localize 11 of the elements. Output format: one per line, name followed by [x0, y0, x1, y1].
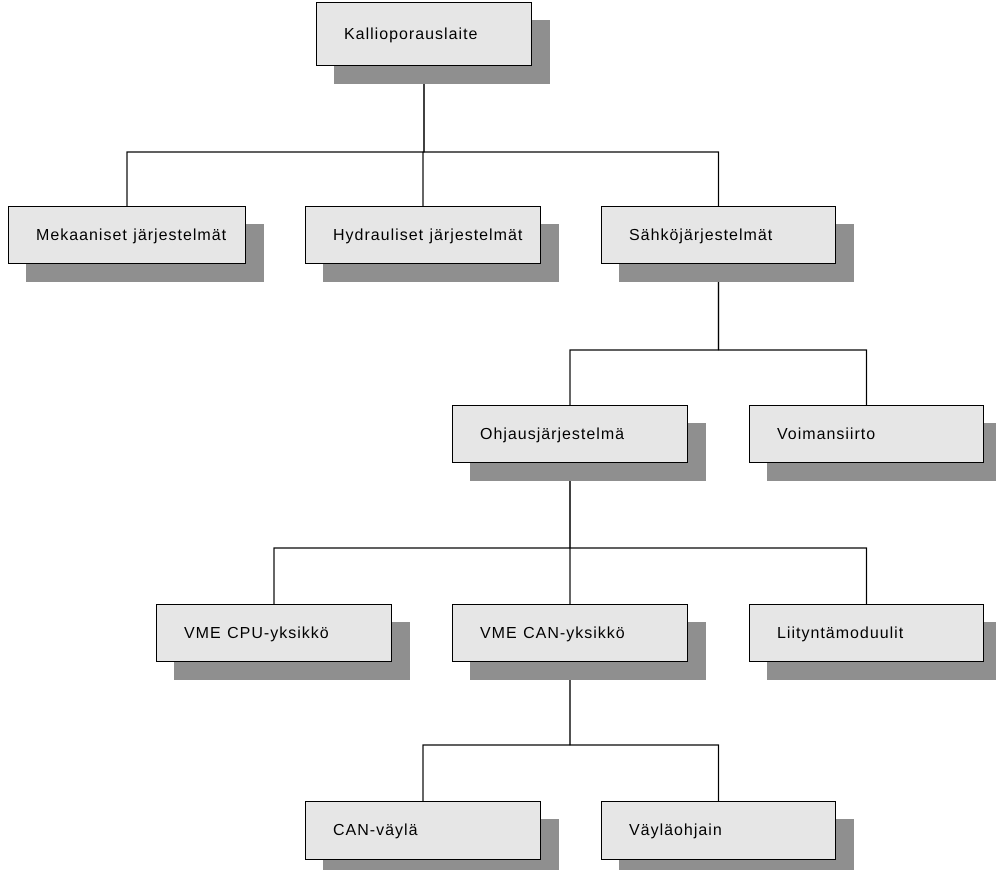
node-label: Ohjausjärjestelmä: [480, 424, 626, 444]
node-label: VME CPU-yksikkö: [184, 624, 331, 642]
node-label: VME CAN-yksikkö: [480, 624, 627, 642]
node-label: Liityntämoduulit: [777, 624, 906, 642]
node-label: Kallioporauslaite: [344, 24, 480, 44]
node-label: Hydrauliset järjestelmät: [333, 226, 524, 244]
node-label: Voimansiirto: [777, 424, 878, 444]
node-label: Mekaaniset järjestelmät: [36, 226, 228, 244]
node-label: Väyläohjain: [629, 821, 724, 840]
node-label: Sähköjärjestelmät: [629, 226, 774, 244]
node-label: CAN-väylä: [333, 821, 420, 840]
